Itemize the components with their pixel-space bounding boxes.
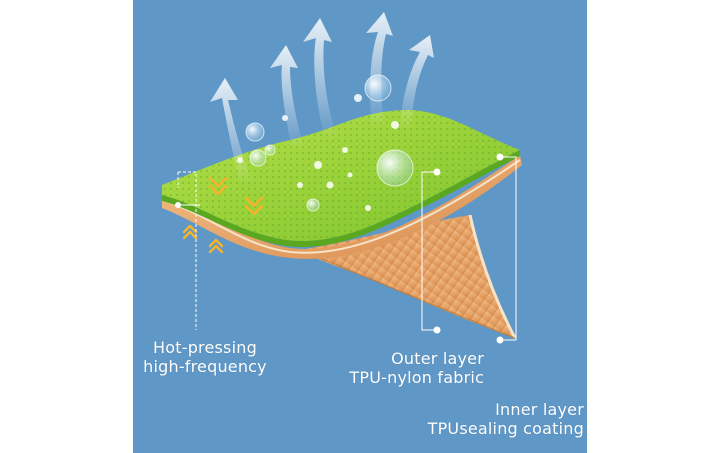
outer-layer-label: Outer layer TPU-nylon fabric <box>344 349 484 387</box>
inner-layer-line1: Inner layer <box>495 400 584 419</box>
vapor-arrow-icon <box>303 18 337 140</box>
outer-layer-line2: TPU-nylon fabric <box>349 368 484 387</box>
inner-layer-leader <box>496 153 517 344</box>
orange-base-layer <box>161 155 522 259</box>
outer-layer-line1: Outer layer <box>391 349 484 368</box>
inner-layer-label: Inner layer TPUsealing coating <box>420 400 584 438</box>
hot-pressing-label: Hot-pressing high-frequency <box>140 338 270 376</box>
vapor-arrow-icon <box>366 12 393 128</box>
hot-pressing-line2: high-frequency <box>143 357 267 376</box>
water-bubble-icon <box>237 74 414 212</box>
vapor-arrow-icon <box>270 45 304 150</box>
vapor-arrow-icon <box>400 35 434 130</box>
outer-layer-green <box>162 110 520 248</box>
hot-pressing-leader <box>175 171 200 330</box>
inner-layer-line2: TPUsealing coating <box>427 419 584 438</box>
hot-pressing-line1: Hot-pressing <box>153 338 257 357</box>
outer-layer-leader <box>421 168 441 334</box>
heat-chevron-icon <box>182 176 264 254</box>
